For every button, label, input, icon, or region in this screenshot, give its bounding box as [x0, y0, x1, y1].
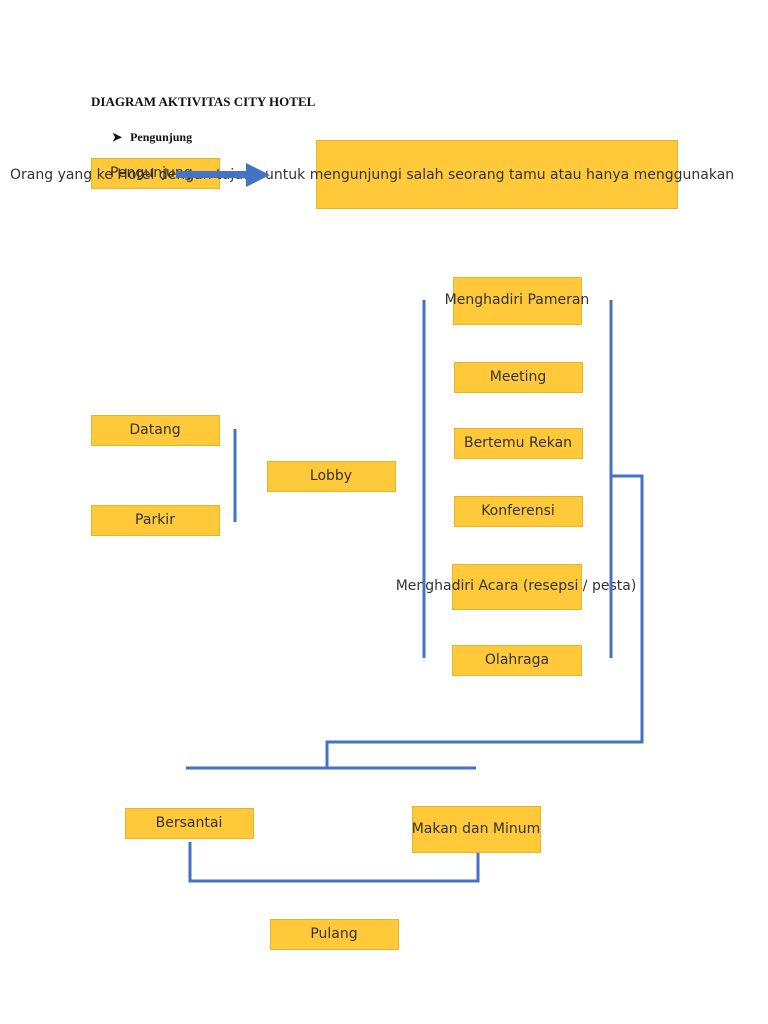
activities-exit-connector	[325, 474, 644, 768]
term-label: Pengunjung	[110, 165, 193, 181]
activity-label-pameran: Menghadiri Pameran	[444, 292, 590, 308]
lobby-label: Lobby	[309, 468, 353, 484]
arrow-bullet-icon: ➤	[112, 130, 123, 144]
activity-label-meeting: Meeting	[489, 369, 547, 385]
lobby-box	[267, 461, 396, 492]
pulang-box	[270, 919, 399, 950]
activity-box-rekan	[454, 428, 583, 459]
activity-label-konferensi: Konferensi	[481, 503, 555, 519]
activity-box-acara	[452, 564, 582, 610]
bersantai-label: Bersantai	[155, 815, 223, 831]
definition-box	[316, 140, 678, 209]
parkir-label: Parkir	[135, 512, 175, 528]
makan-label: Makan dan Minum	[411, 821, 541, 837]
makan-box	[412, 806, 541, 853]
activity-box-olahraga	[452, 645, 582, 676]
activity-box-pameran	[453, 277, 582, 325]
definition-arrow	[176, 163, 270, 187]
bersantai-box	[125, 808, 254, 839]
section-label: Pengunjung	[130, 130, 193, 144]
section-heading: ➤ Pengunjung	[112, 130, 192, 145]
page-title: DIAGRAM AKTIVITAS CITY HOTEL	[91, 94, 316, 109]
join-connector	[188, 842, 480, 883]
activity-box-meeting	[454, 362, 583, 393]
activity-label-acara: Menghadiri Acara (resepsi / pesta)	[395, 578, 637, 594]
pulang-label: Pulang	[310, 926, 358, 942]
datang-label: Datang	[129, 422, 181, 438]
datang-box	[91, 415, 220, 446]
parkir-box	[91, 505, 220, 536]
activity-label-rekan: Bertemu Rekan	[463, 435, 573, 451]
activity-box-konferensi	[454, 496, 583, 527]
activity-label-olahraga: Olahraga	[484, 652, 550, 668]
